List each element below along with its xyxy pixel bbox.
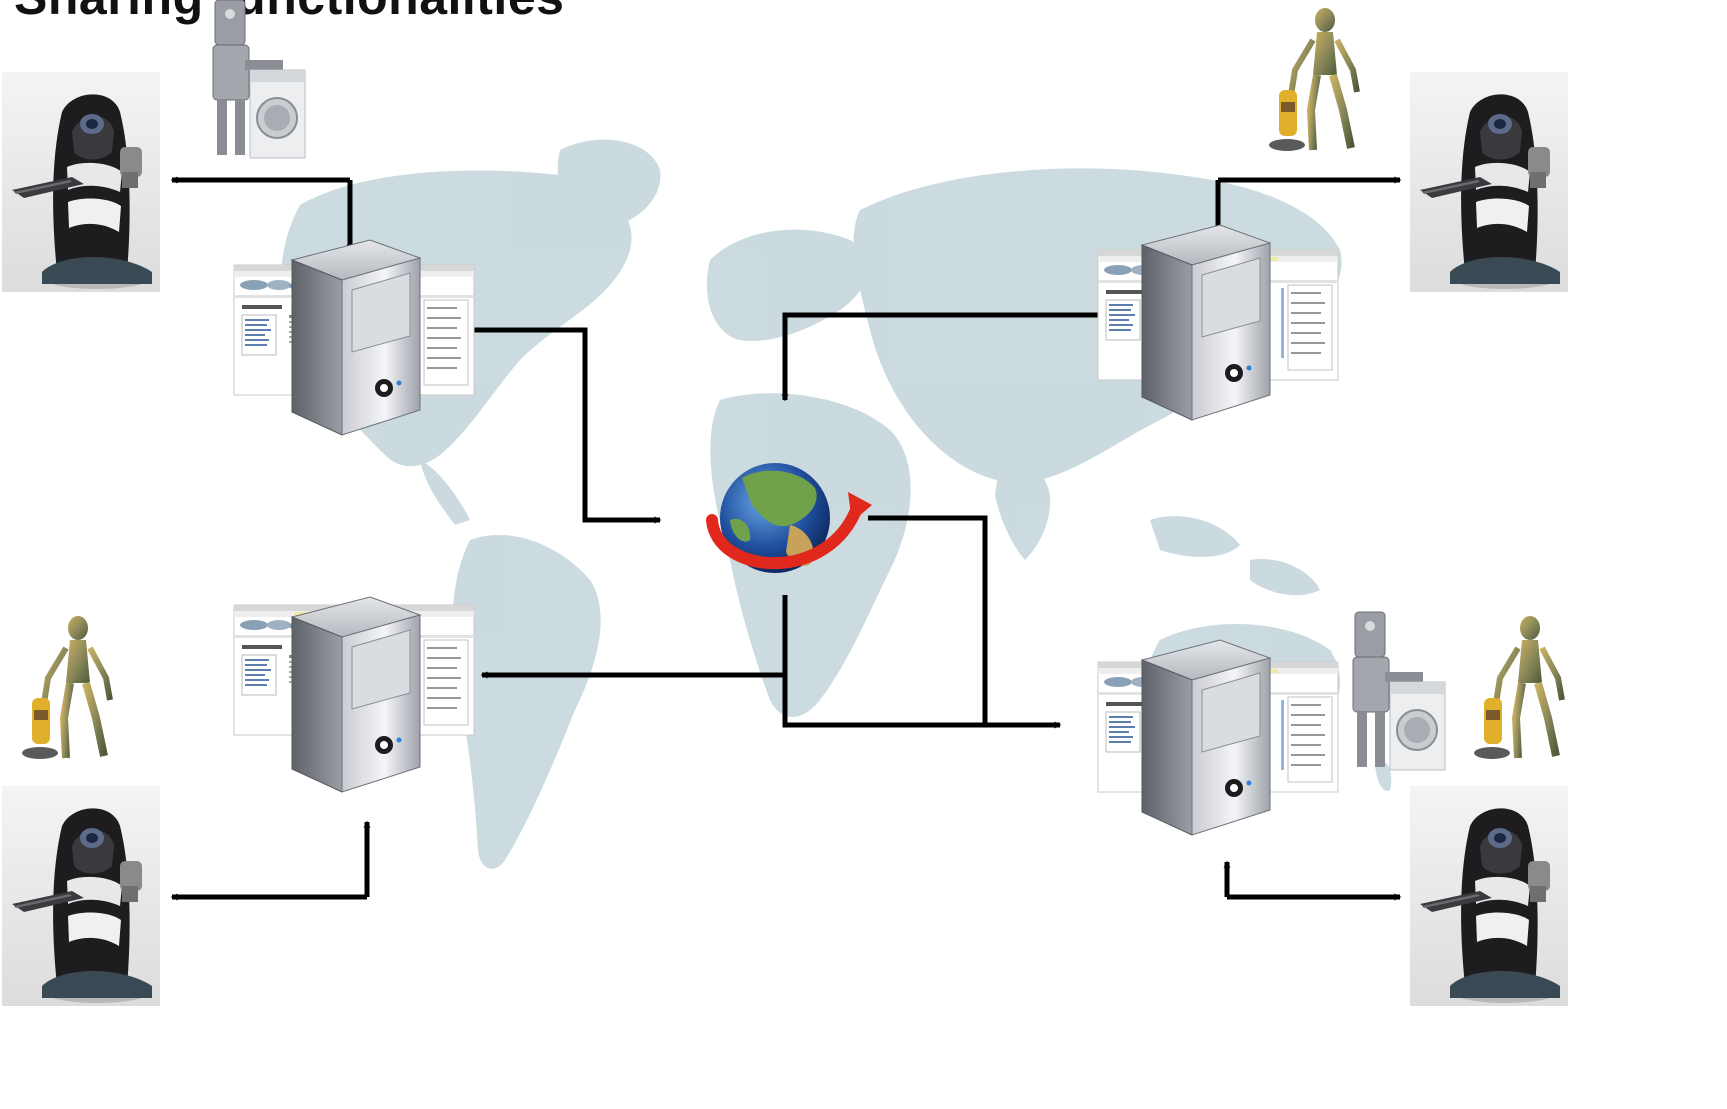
server-tower-icon	[1141, 639, 1271, 836]
humanoid-vacuum-robot-icon	[1269, 8, 1357, 151]
humanoid-vacuum-robot-icon	[22, 616, 110, 759]
care-robot-icon	[1410, 786, 1568, 1006]
server-tower-icon	[1141, 224, 1271, 421]
care-robot-icon	[2, 72, 160, 292]
care-robot-icon	[1410, 72, 1568, 292]
humanoid-vacuum-robot-icon	[1474, 616, 1562, 759]
washing-machine-robot-icon	[212, 0, 306, 159]
care-robot-icon	[2, 786, 160, 1006]
washing-machine-robot-icon	[1352, 611, 1446, 771]
globe-with-orbit-arrow-icon	[706, 463, 872, 573]
server-tower-icon	[291, 596, 421, 793]
page-title: Sharing functionalities	[14, 0, 564, 26]
server-tower-icon	[291, 239, 421, 436]
